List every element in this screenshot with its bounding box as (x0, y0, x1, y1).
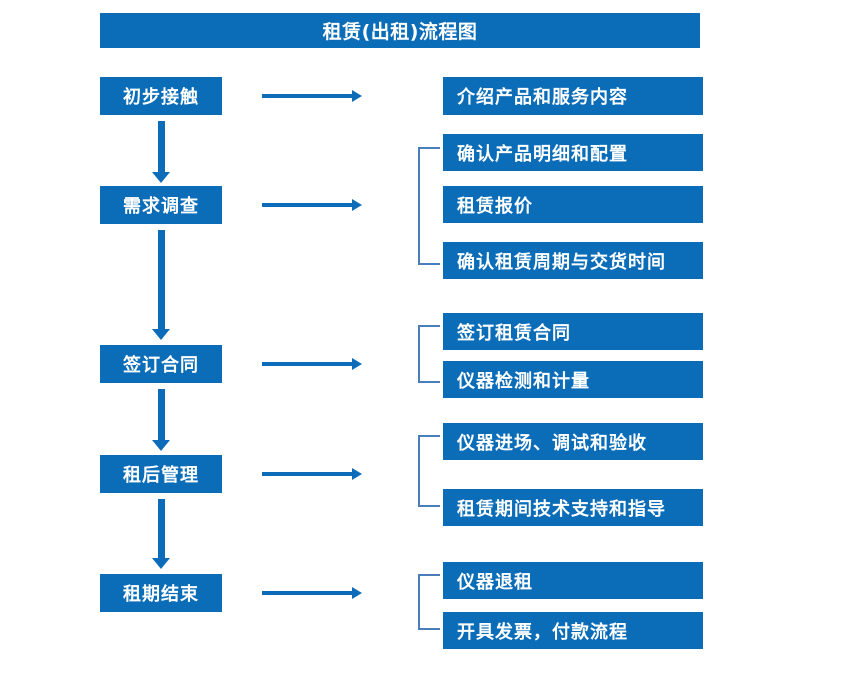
horizontal-arrow-5 (262, 587, 362, 599)
vertical-arrow-4 (152, 499, 170, 569)
detail-box-2-2[interactable]: 租赁报价 (443, 186, 703, 223)
detail-box-3-1[interactable]: 签订租赁合同 (443, 313, 703, 350)
group-bracket-5 (418, 574, 440, 630)
vertical-arrow-3 (152, 389, 170, 451)
group-bracket-3 (418, 325, 440, 383)
detail-box-3-2[interactable]: 仪器检测和计量 (443, 361, 703, 398)
horizontal-arrow-1 (262, 90, 362, 102)
horizontal-arrow-3 (262, 358, 362, 370)
detail-box-4-2[interactable]: 租赁期间技术支持和指导 (443, 489, 703, 526)
detail-box-5-1[interactable]: 仪器退租 (443, 562, 703, 599)
stage-box-1[interactable]: 初步接触 (100, 77, 222, 115)
detail-box-1-1[interactable]: 介绍产品和服务内容 (443, 77, 703, 115)
stage-box-4[interactable]: 租后管理 (100, 455, 222, 493)
detail-box-2-1[interactable]: 确认产品明细和配置 (443, 134, 703, 171)
group-bracket-2 (418, 147, 440, 265)
vertical-arrow-1 (152, 121, 170, 183)
group-bracket-4 (418, 435, 440, 507)
detail-box-2-3[interactable]: 确认租赁周期与交货时间 (443, 242, 703, 279)
horizontal-arrow-4 (262, 468, 362, 480)
detail-box-5-2[interactable]: 开具发票，付款流程 (443, 612, 703, 649)
stage-box-3[interactable]: 签订合同 (100, 345, 222, 383)
stage-box-2[interactable]: 需求调查 (100, 186, 222, 224)
horizontal-arrow-2 (262, 199, 362, 211)
stage-box-5[interactable]: 租期结束 (100, 574, 222, 612)
diagram-title: 租赁(出租)流程图 (100, 13, 700, 48)
vertical-arrow-2 (152, 230, 170, 340)
detail-box-4-1[interactable]: 仪器进场、调试和验收 (443, 423, 703, 460)
